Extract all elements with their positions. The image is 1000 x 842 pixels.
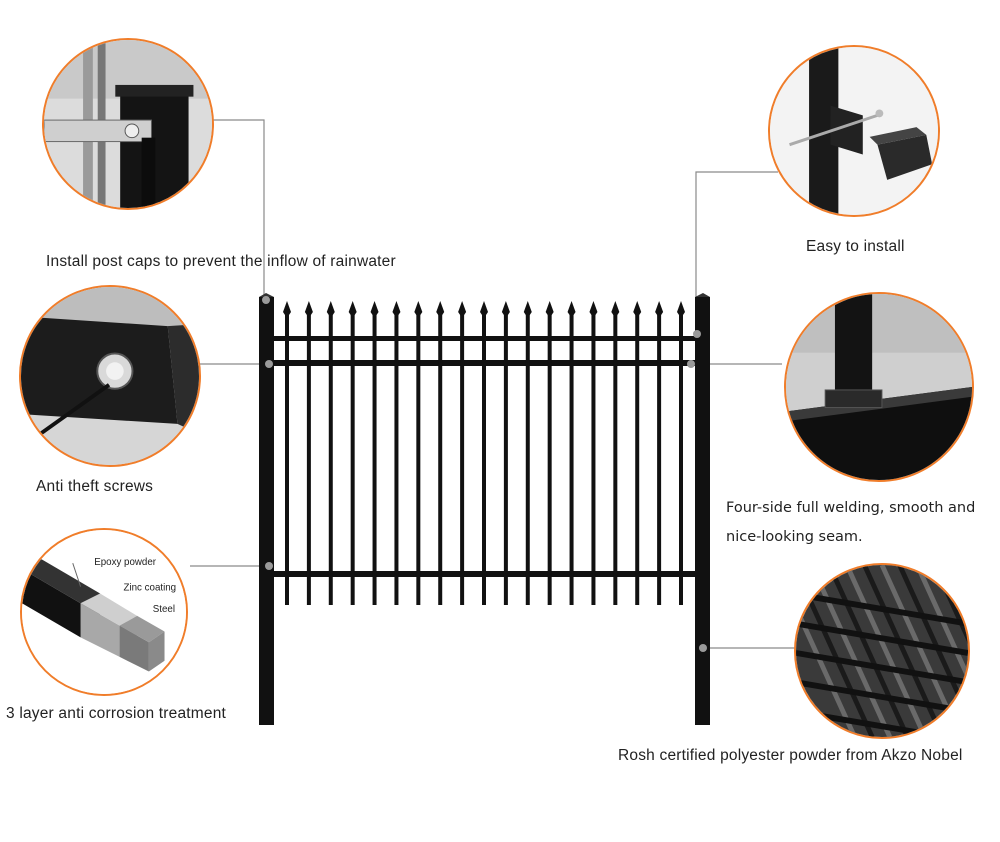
leader-line-easy-install bbox=[695, 171, 778, 330]
fence-picket bbox=[635, 312, 640, 605]
fence-picket bbox=[394, 312, 399, 605]
picket-spear-tip bbox=[370, 301, 379, 318]
zinc-coating-label: Zinc coating bbox=[124, 583, 177, 594]
picket-spear-tip bbox=[589, 301, 598, 318]
welding-caption-line2: nice-looking seam. bbox=[726, 529, 863, 545]
post-cap-point bbox=[262, 296, 270, 304]
steel-label: Steel bbox=[153, 604, 175, 615]
post-cap-photo bbox=[42, 38, 214, 210]
panel-bar bbox=[827, 565, 910, 737]
picket-spear-tip bbox=[633, 301, 642, 318]
panel-bar bbox=[862, 565, 945, 737]
anti-corrosion-point bbox=[265, 562, 273, 570]
fence-picket bbox=[679, 312, 683, 605]
picket-spear-tip bbox=[545, 301, 554, 318]
fence-picket bbox=[657, 312, 662, 605]
post-caps-caption: Install post caps to prevent the inflow … bbox=[46, 253, 396, 270]
fence-picket bbox=[285, 312, 289, 605]
picket-spear-tip bbox=[655, 301, 664, 318]
fence-picket bbox=[613, 312, 618, 605]
fence-picket bbox=[438, 312, 443, 605]
panel-rail bbox=[796, 620, 968, 656]
fence-picket bbox=[482, 312, 486, 605]
fence-picket bbox=[328, 312, 333, 605]
fence-picket bbox=[591, 312, 596, 605]
left-post bbox=[259, 297, 274, 725]
picket-spear-tip bbox=[414, 301, 423, 318]
anti-theft-point bbox=[265, 360, 273, 368]
anti-corrosion-caption: 3 layer anti corrosion treatment bbox=[6, 705, 227, 722]
panel-bar bbox=[809, 565, 893, 737]
picket-spear-tip bbox=[304, 301, 313, 318]
fence-picket bbox=[503, 312, 508, 605]
leader-line-post-caps bbox=[205, 119, 265, 300]
picket-spear-tip bbox=[436, 301, 445, 318]
right-post bbox=[695, 297, 710, 725]
layered-tube-photo: Epoxy powder Zinc coating Steel bbox=[20, 528, 188, 696]
welded-post-photo bbox=[784, 292, 974, 482]
fence-picket bbox=[525, 312, 530, 605]
easy-install-point bbox=[693, 330, 701, 338]
fence-picket bbox=[569, 312, 574, 605]
panel-rail bbox=[796, 591, 968, 627]
powder-point bbox=[699, 644, 707, 652]
fence-picket bbox=[350, 312, 355, 605]
easy-install-caption: Easy to install bbox=[806, 238, 905, 255]
fence-picket bbox=[416, 312, 421, 605]
picket-spear-tip bbox=[677, 301, 685, 318]
fence-picket bbox=[372, 312, 377, 605]
picket-spear-tip bbox=[392, 301, 401, 318]
powder-caption: Rosh certified polyester powder from Akz… bbox=[618, 747, 963, 764]
anti-theft-caption: Anti theft screws bbox=[36, 478, 154, 495]
fence-picket bbox=[460, 312, 465, 605]
picket-spear-tip bbox=[501, 301, 510, 318]
epoxy-powder-label: Epoxy powder bbox=[94, 557, 157, 568]
welding-caption-line1: Four-side full welding, smooth and bbox=[726, 500, 976, 516]
bracket-install-photo bbox=[768, 45, 940, 217]
powder-coated-panels-photo bbox=[794, 563, 970, 739]
picket-spear-tip bbox=[458, 301, 467, 318]
picket-spear-tip bbox=[567, 301, 576, 318]
anti-theft-screw-photo bbox=[19, 285, 201, 467]
panel-bar bbox=[796, 602, 857, 737]
fence-picket bbox=[547, 312, 552, 605]
panel-rail bbox=[796, 650, 968, 686]
picket-spear-tip bbox=[283, 301, 291, 318]
picket-spear-tip bbox=[326, 301, 335, 318]
picket-spear-tip bbox=[611, 301, 620, 318]
picket-spear-tip bbox=[523, 301, 532, 318]
picket-spear-tip bbox=[348, 301, 357, 318]
fence-pickets bbox=[283, 301, 685, 605]
panel-rail bbox=[796, 679, 968, 715]
picket-spear-tip bbox=[480, 301, 488, 318]
panel-bar bbox=[844, 565, 928, 737]
welding-point bbox=[687, 360, 695, 368]
fence-picket bbox=[306, 312, 311, 605]
